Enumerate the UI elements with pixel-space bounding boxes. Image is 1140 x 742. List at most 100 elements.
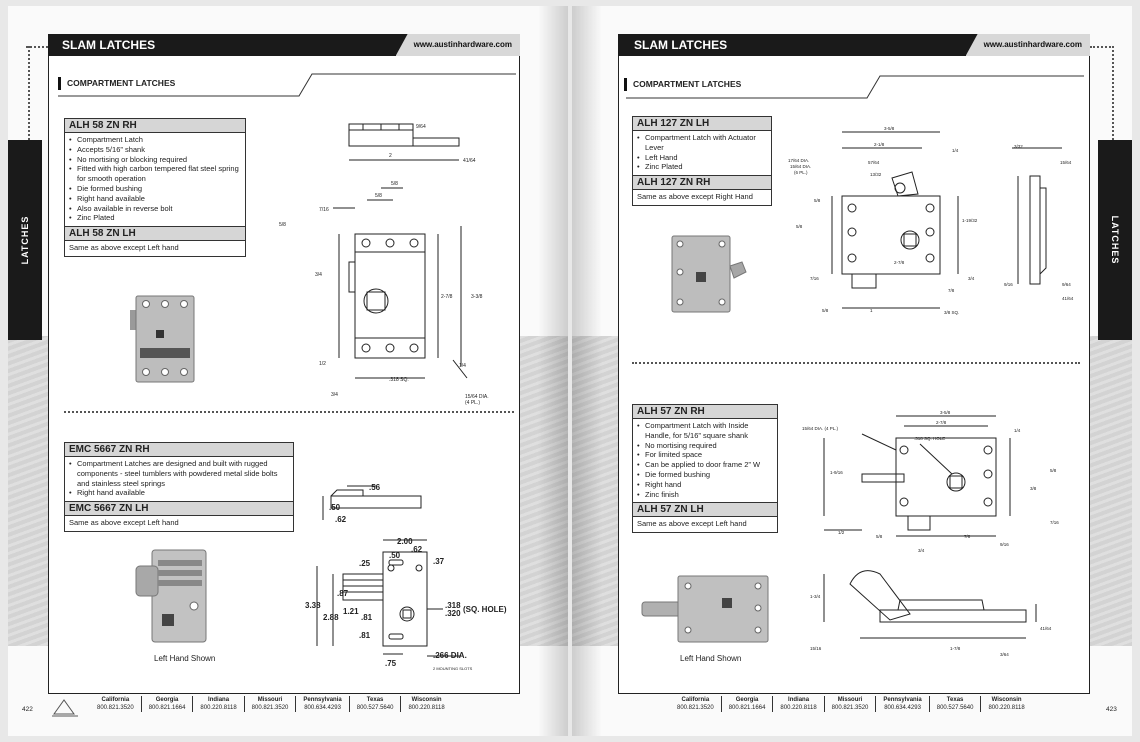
branch-phone[interactable]: 800.220.8118	[988, 705, 1025, 711]
branch-phone[interactable]: 800.527.5640	[936, 705, 974, 711]
feature-item: Right hand	[637, 480, 773, 490]
dimension-label: .25	[359, 559, 371, 568]
catalog-page-left: SLAM LATCHES www.austinhardware.com LATC…	[8, 6, 568, 736]
dimension-label: 1/4	[459, 363, 466, 369]
catalog-page-right: SLAM LATCHES www.austinhardware.com LATC…	[572, 6, 1132, 736]
dimension-label: 15/64 DIA. (4 PL.)	[802, 426, 839, 431]
branch-state: Wisconsin	[411, 697, 442, 703]
page-number: 423	[1106, 706, 1117, 713]
feature-item: No mortising required	[637, 441, 773, 451]
dimension-label: 1/2	[319, 361, 326, 367]
feature-item: Compartment Latch with Actuator Lever	[637, 133, 767, 153]
feature-list: Compartment Latch Accepts 5/16” shank No…	[65, 133, 245, 226]
dimension-label: .81	[359, 631, 371, 640]
dimension-label: 41/64	[1040, 626, 1052, 631]
dotted-rule	[28, 46, 30, 140]
technical-drawing-emc5667: .56 .50 .62 2.00 .62 .50 .25 .37 .87 3.3…	[303, 474, 518, 674]
branch-phone[interactable]: 800.821.1664	[148, 705, 186, 711]
website-url[interactable]: www.austinhardware.com	[395, 34, 520, 56]
dimension-label: 5/8	[876, 534, 883, 539]
dimension-label: 2 MOUNTING SLOTS	[433, 666, 473, 671]
feature-item: Accepts 5/16” shank	[69, 145, 241, 155]
dimension-label: 7/8	[948, 288, 955, 293]
page-number: 422	[22, 706, 33, 713]
dimension-label: 1/4	[952, 148, 959, 153]
dimension-label: 2-7/8	[894, 260, 905, 265]
branch-phone[interactable]: 800.821.1664	[728, 705, 766, 711]
feature-item: Fitted with high carbon tempered flat st…	[69, 164, 241, 184]
branch-state: Pennsylvania	[303, 697, 342, 703]
dimension-label: 17/64 DIA.	[788, 158, 809, 163]
branch-phone[interactable]: 800.821.3520	[251, 705, 289, 711]
dimension-label: 5/8	[1050, 468, 1057, 473]
feature-item: Compartment Latch with Inside Handle, fo…	[637, 421, 773, 441]
branch-phone[interactable]: 800.527.5640	[356, 705, 394, 711]
section-rule	[626, 75, 1084, 99]
branch-phone[interactable]: 800.821.3520	[677, 705, 714, 711]
branch-phone[interactable]: 800.220.8118	[200, 705, 237, 711]
branch-state: Pennsylvania	[883, 697, 922, 703]
product-photo-alh127	[668, 232, 748, 316]
branch-state: Indiana	[208, 697, 230, 703]
dimension-label: .62	[335, 515, 347, 524]
dotted-rule	[1112, 46, 1114, 140]
dimension-label: 1	[870, 308, 873, 313]
feature-item: For limited space	[637, 450, 773, 460]
section-divider	[632, 362, 1080, 364]
dimension-label: 1-3/4	[810, 594, 821, 599]
dimension-label: .37	[433, 557, 445, 566]
side-tab-latches[interactable]: LATCHES	[8, 140, 42, 340]
photo-caption: Left Hand Shown	[154, 654, 216, 663]
page-title: SLAM LATCHES www.austinhardware.com	[618, 34, 1090, 56]
website-url[interactable]: www.austinhardware.com	[965, 34, 1090, 56]
page-title-text: SLAM LATCHES	[62, 38, 156, 52]
dimension-label: 1.21	[343, 607, 359, 616]
branch-contact: Indiana 800.220.8118	[193, 696, 245, 712]
product-header: ALH 127 ZN LH	[633, 117, 771, 131]
branch-phone[interactable]: 800.821.3520	[831, 705, 869, 711]
branch-phone[interactable]: 800.634.4293	[884, 705, 921, 711]
feature-item: Die formed bushing	[69, 184, 241, 194]
side-tab-latches[interactable]: LATCHES	[1098, 140, 1132, 340]
dimension-label: .318 SQ. HOLE	[914, 436, 945, 441]
dimension-label: 7/16	[319, 207, 329, 213]
product-photo-emc5667	[132, 548, 212, 648]
dimension-label: 5/8	[822, 308, 829, 313]
feature-item: Right hand available	[69, 488, 289, 498]
section-rule	[58, 73, 516, 97]
dimension-label: 5/8	[375, 193, 382, 199]
dimension-label: 3/4	[315, 272, 322, 278]
dotted-rule	[1090, 46, 1114, 48]
branch-phone[interactable]: 800.821.3520	[97, 705, 134, 711]
side-tab-label: LATCHES	[20, 215, 30, 265]
technical-drawing-alh127: 3-5/8 2-1/8 1/4 17/64 DIA. 15/64 DIA. (6…	[782, 118, 1087, 328]
dimension-label: 3-5/8	[884, 126, 895, 131]
dimension-label: 3/4	[968, 276, 975, 281]
feature-item: Die formed bushing	[637, 470, 773, 480]
branch-contact: Wisconsin 800.220.8118	[401, 696, 451, 712]
spec-box-alh57: ALH 57 ZN RH Compartment Latch with Insi…	[632, 404, 778, 534]
product-header: ALH 58 ZN RH	[65, 119, 245, 133]
latch-photo-icon	[641, 575, 769, 643]
feature-item: Zinc Plated	[637, 162, 767, 172]
dimension-label: .81	[361, 613, 373, 622]
dimension-label: 3-3/8	[471, 294, 483, 300]
dimension-label: 9/16	[1004, 282, 1013, 287]
feature-item: Can be applied to door frame 2” W	[637, 460, 773, 470]
variant-header: ALH 127 ZN RH	[633, 175, 771, 191]
dimension-label: 1/4	[1014, 428, 1021, 433]
variant-text: Same as above except Left hand	[69, 518, 179, 528]
spec-box-alh58: ALH 58 ZN RH Compartment Latch Accepts 5…	[64, 118, 246, 258]
feature-item: Compartment Latches are designed and bui…	[69, 459, 289, 488]
dimension-label: 2	[389, 153, 392, 159]
branch-phone[interactable]: 800.220.8118	[780, 705, 817, 711]
dimension-label: .318	[445, 601, 461, 610]
branch-phone[interactable]: 800.220.8118	[408, 705, 445, 711]
dimension-label: (6 PL.)	[794, 170, 808, 175]
branch-phone[interactable]: 800.634.4293	[304, 705, 341, 711]
branch-state: Wisconsin	[991, 697, 1022, 703]
dimension-label: 13/32	[870, 172, 882, 177]
